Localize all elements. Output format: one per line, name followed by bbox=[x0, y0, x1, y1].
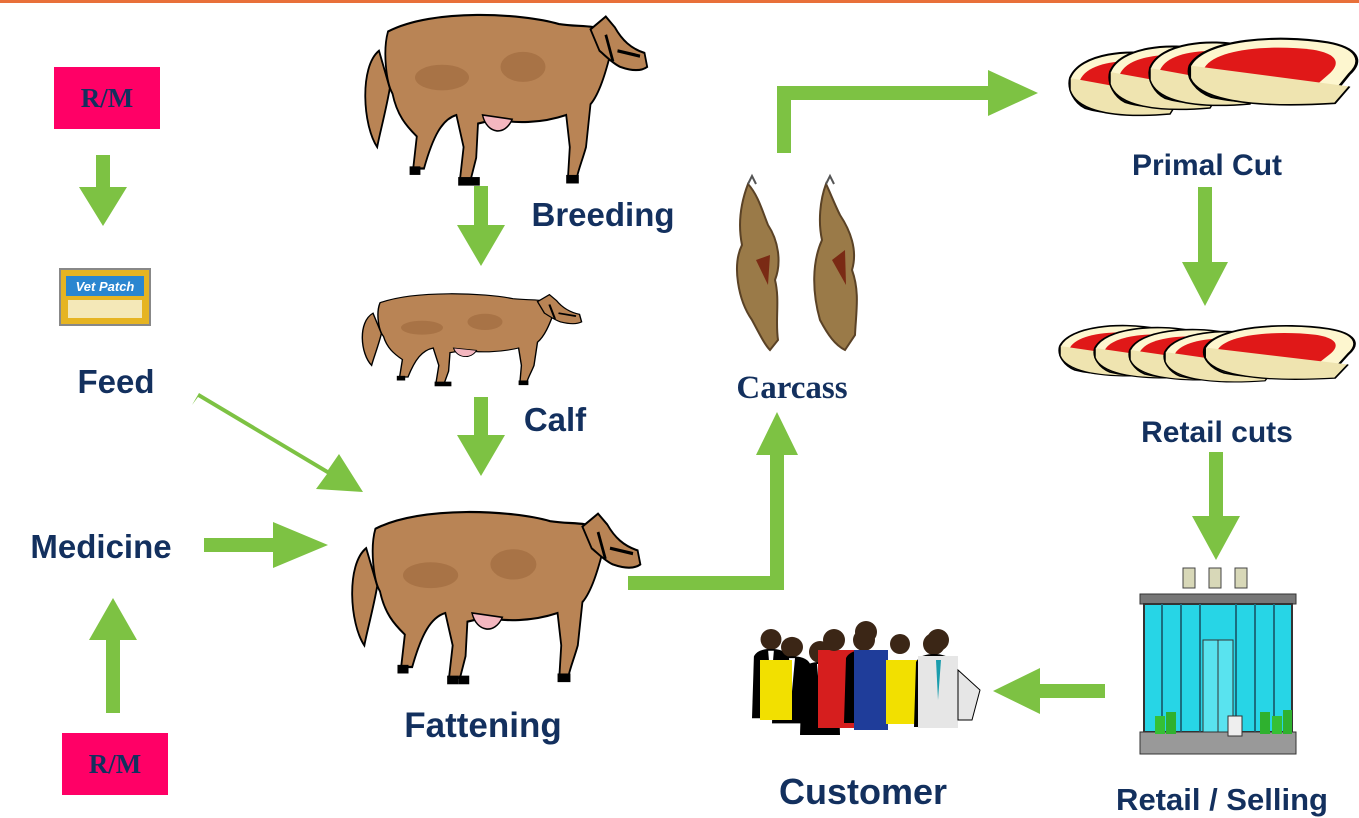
feed-label: Feed bbox=[77, 363, 154, 401]
calf-label: Calf bbox=[524, 401, 586, 439]
carcass-label: Carcass bbox=[736, 370, 847, 407]
cow-icon bbox=[365, 15, 647, 186]
arrow-calf bbox=[457, 397, 505, 476]
arrow-medicine-to-fattening bbox=[204, 522, 328, 568]
feed-pack-text: Vet Patch bbox=[76, 279, 135, 294]
arrow-rm-to-feed bbox=[79, 155, 127, 226]
people-icon bbox=[752, 621, 980, 735]
flow-arrows bbox=[79, 70, 1240, 714]
arrow-retail-to-store bbox=[1192, 452, 1240, 560]
arrow-breeding bbox=[457, 186, 505, 266]
store-icon bbox=[1140, 568, 1296, 754]
breeding-label: Breeding bbox=[531, 196, 674, 234]
fattening-label: Fattening bbox=[404, 706, 561, 746]
feed-pack-icon: Vet Patch bbox=[60, 269, 150, 325]
arrow-fattening-to-carcass bbox=[628, 412, 798, 590]
arrow-primal-to-retail bbox=[1182, 187, 1228, 306]
medicine-label: Medicine bbox=[30, 528, 171, 566]
primal-cut-label: Primal Cut bbox=[1132, 149, 1282, 183]
rm-bottom-box: R/M bbox=[62, 733, 168, 795]
retail-cuts-label: Retail cuts bbox=[1141, 416, 1293, 450]
primal-cut-icon bbox=[1069, 39, 1356, 116]
cow-fattening-icon bbox=[352, 512, 640, 684]
carcass-icon bbox=[737, 176, 857, 350]
arrow-carcass-to-primal bbox=[777, 70, 1038, 153]
arrow-feed-to-fattening bbox=[192, 393, 363, 492]
rm-top-box: R/M bbox=[54, 67, 160, 129]
arrow-store-to-customer bbox=[993, 668, 1105, 714]
retail-cuts-icon bbox=[1059, 326, 1354, 382]
arrow-rm-to-medicine bbox=[89, 598, 137, 713]
calf-icon bbox=[362, 294, 581, 387]
retail-selling-label: Retail / Selling bbox=[1116, 782, 1328, 818]
customer-label: Customer bbox=[779, 771, 947, 813]
